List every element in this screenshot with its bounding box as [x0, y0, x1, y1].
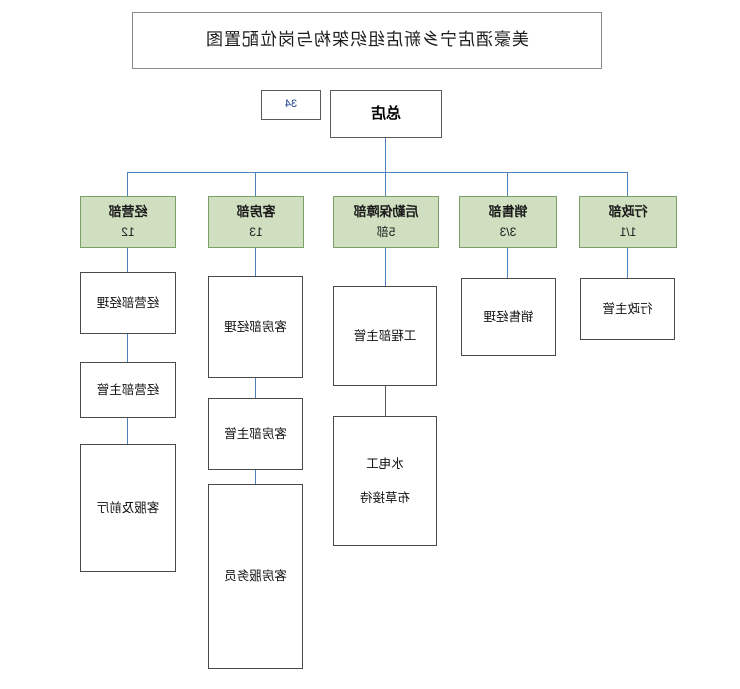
- connector-rooms-manager-to-supervisor: [255, 378, 256, 398]
- department-header-admin[interactable]: 行政部 1/1: [579, 196, 677, 248]
- connector-drop-rooms: [255, 172, 256, 196]
- connector-operations-supervisor-to-frontdesk: [127, 418, 128, 444]
- role-box-operations-frontdesk[interactable]: 客服及前厅: [80, 444, 176, 572]
- department-header-sales[interactable]: 销售部 3/3: [459, 196, 557, 248]
- root-headcount-value: 34: [284, 98, 298, 111]
- connector-engineering-to-staff: [385, 386, 386, 416]
- role-box-operations-supervisor[interactable]: 经营部主管: [80, 362, 176, 418]
- department-count-operations: 12: [121, 224, 135, 239]
- role-box-operations-manager[interactable]: 经营部经理: [80, 272, 176, 334]
- department-label-admin: 行政部: [608, 203, 648, 219]
- role-label-engineering-staff-line1: 水电工: [366, 456, 404, 471]
- department-count-admin: 1/1: [619, 224, 637, 239]
- connector-sales-to-manager: [507, 248, 508, 278]
- department-count-sales: 3/3: [499, 224, 517, 239]
- department-header-operations[interactable]: 经营部 12: [80, 196, 176, 248]
- role-label-engineering-supervisor: 工程部主管: [353, 328, 417, 343]
- department-count-rooms: 13: [249, 224, 263, 239]
- connector-logistics-to-engineering: [385, 248, 386, 286]
- role-box-sales-manager[interactable]: 销售经理: [461, 278, 556, 356]
- role-box-admin-supervisor[interactable]: 行政主管: [580, 278, 675, 340]
- root-headcount-box: 34: [261, 90, 321, 120]
- department-label-sales: 销售部: [488, 203, 528, 219]
- role-label-operations-manager: 经营部经理: [96, 295, 160, 310]
- role-box-engineering-staff[interactable]: 水电工 布草接待: [333, 416, 437, 546]
- connector-rooms-to-manager: [255, 248, 256, 276]
- role-label-sales-manager: 销售经理: [483, 309, 534, 324]
- connector-admin-to-supervisor: [627, 248, 628, 278]
- connector-operations-manager-to-supervisor: [127, 334, 128, 362]
- role-label-operations-frontdesk: 客服及前厅: [96, 500, 160, 515]
- connector-rooms-supervisor-to-attendant: [255, 470, 256, 484]
- chart-title-box: 美豪酒店宁乡新店组织架构与岗位配置图: [132, 12, 602, 69]
- connector-root-trunk: [385, 138, 386, 172]
- role-label-engineering-staff-line2: 布草接待: [360, 491, 411, 505]
- role-box-engineering-supervisor[interactable]: 工程部主管: [333, 286, 437, 386]
- department-header-logistics[interactable]: 后勤保障部 5部: [333, 196, 439, 248]
- role-label-rooms-attendant: 客房服务员: [224, 569, 287, 584]
- role-label-rooms-supervisor: 客房部主管: [224, 426, 287, 441]
- department-label-logistics: 后勤保障部: [353, 203, 419, 219]
- role-label-admin-supervisor: 行政主管: [602, 301, 653, 316]
- role-label-rooms-manager: 客房部经理: [224, 319, 287, 334]
- department-label-operations: 经营部: [108, 203, 148, 219]
- role-box-rooms-supervisor[interactable]: 客房部主管: [208, 398, 303, 470]
- root-node-label: 总店: [371, 105, 402, 123]
- department-count-logistics: 5部: [376, 224, 396, 239]
- role-label-operations-supervisor: 经营部主管: [96, 382, 160, 397]
- root-node-total-store[interactable]: 总店: [330, 90, 442, 138]
- role-box-rooms-manager[interactable]: 客房部经理: [208, 276, 303, 378]
- connector-drop-logistics: [385, 172, 386, 196]
- connector-drop-sales: [507, 172, 508, 196]
- connector-department-bus: [128, 172, 628, 173]
- chart-title: 美豪酒店宁乡新店组织架构与岗位配置图: [205, 30, 529, 50]
- connector-drop-operations: [127, 172, 128, 196]
- department-label-rooms: 客房部: [236, 203, 276, 219]
- role-box-rooms-attendant[interactable]: 客房服务员: [208, 484, 303, 669]
- connector-drop-admin: [627, 172, 628, 196]
- department-header-rooms[interactable]: 客房部 13: [208, 196, 304, 248]
- connector-operations-to-manager: [127, 248, 128, 272]
